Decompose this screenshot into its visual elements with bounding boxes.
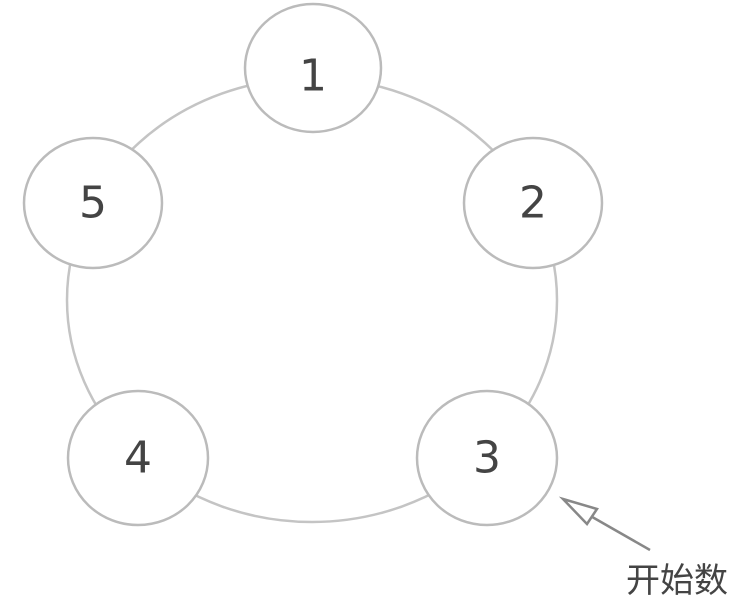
node-label: 4 bbox=[124, 433, 152, 484]
node-label: 3 bbox=[473, 433, 501, 484]
node-3: 3 bbox=[415, 389, 559, 527]
start-arrow bbox=[558, 496, 651, 552]
node-4: 4 bbox=[66, 389, 210, 527]
node-5: 5 bbox=[22, 136, 164, 270]
node-label: 2 bbox=[519, 178, 547, 229]
start-label: 开始数 bbox=[626, 561, 728, 601]
node-2: 2 bbox=[462, 136, 604, 270]
node-label: 5 bbox=[79, 178, 107, 229]
node-label: 1 bbox=[299, 51, 327, 102]
node-1: 1 bbox=[243, 2, 383, 134]
